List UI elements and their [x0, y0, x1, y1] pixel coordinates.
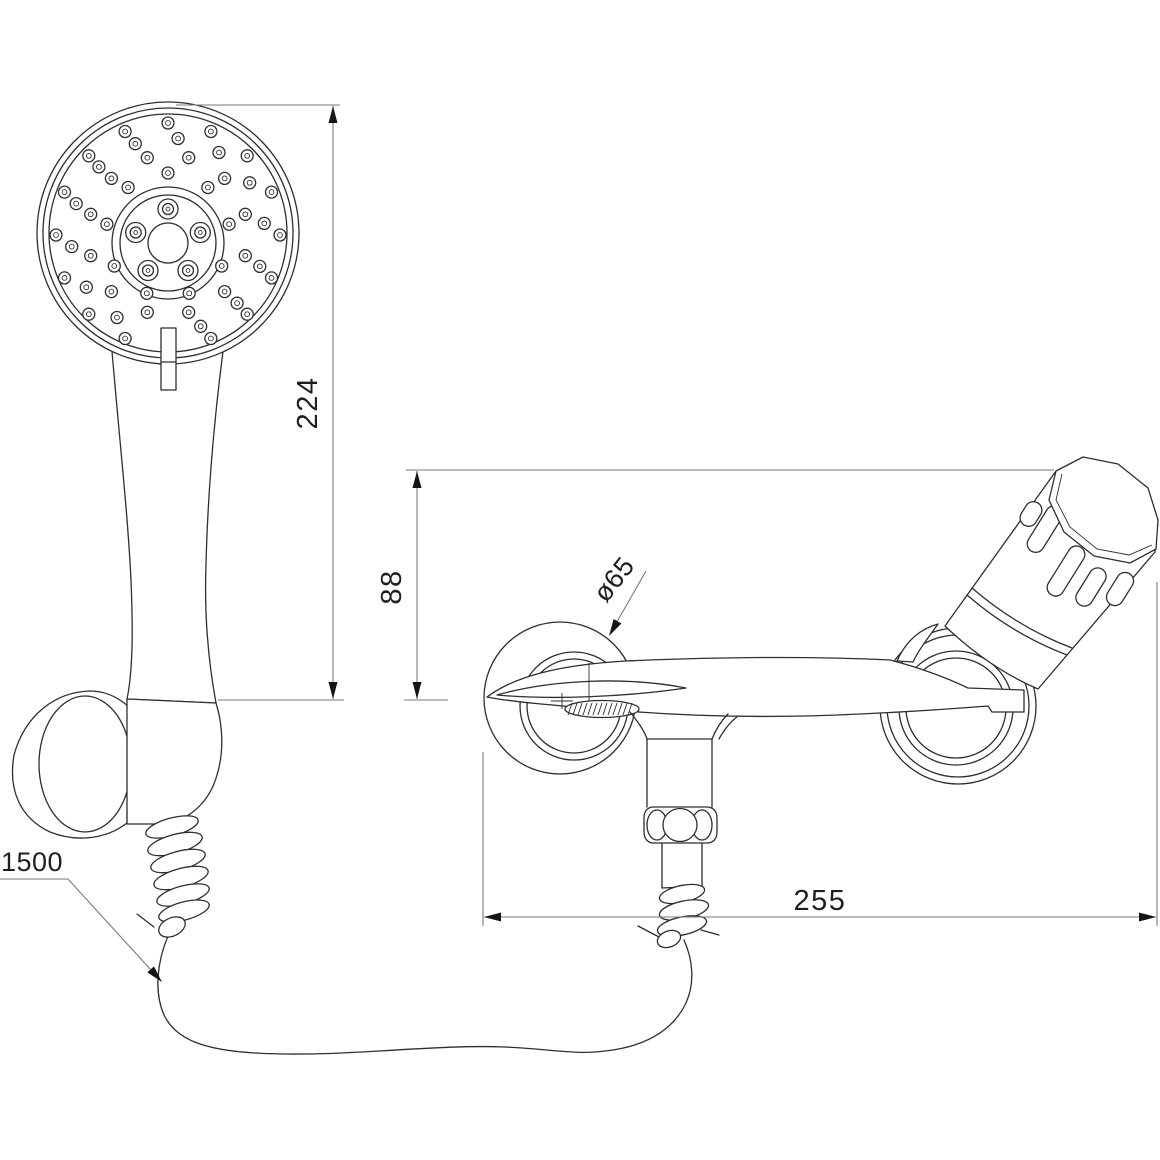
outlet-spring: [637, 883, 720, 949]
dim-255-label: 255: [794, 885, 847, 917]
shower-head-nozzles: [49, 116, 287, 346]
hose-length-label: 1500: [1, 847, 63, 877]
hose-guard-spring: [136, 815, 210, 938]
shower-hose: [157, 935, 693, 1055]
diverter-knurl: [564, 699, 640, 719]
spray-mode-slider: [160, 327, 177, 391]
shower-head: [36, 101, 300, 391]
mixer-body: [486, 656, 1025, 889]
dim-88: 88: [376, 469, 1054, 701]
dim-224-label: 224: [292, 377, 324, 430]
knob-top-face: [1048, 456, 1159, 564]
mixer-handle-knob: [944, 456, 1159, 690]
wall-bracket: [11, 690, 132, 839]
dim-255: 255: [482, 582, 1158, 926]
knob-flutes: [1019, 501, 1135, 607]
outlet-lower-stem: [661, 842, 703, 889]
label-diameter-65: ø65: [587, 551, 647, 639]
flange-diameter-label: ø65: [587, 551, 640, 607]
bracket-cone: [126, 698, 223, 825]
spout-stem: [629, 711, 739, 808]
dim-88-label: 88: [376, 569, 408, 604]
knob-saddle: [896, 623, 939, 663]
hex-nut: [643, 806, 718, 844]
dim-224: 224: [176, 104, 344, 701]
label-1500: 1500: [0, 847, 166, 986]
